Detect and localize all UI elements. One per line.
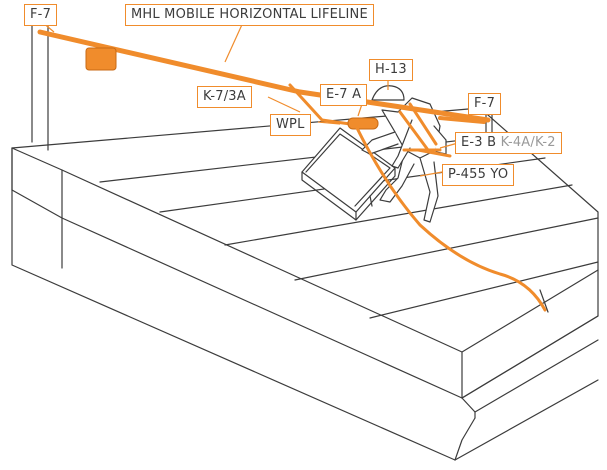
energy-absorber <box>347 117 379 130</box>
label-harness-alt: K-4A/K-2 <box>500 135 556 150</box>
lanyard <box>288 83 352 126</box>
building-wall <box>11 189 456 461</box>
label-energy-absorber: E-7 A <box>320 84 368 106</box>
leader-line <box>419 171 443 177</box>
label-harness: E-3 B K-4A/K-2 <box>455 132 562 154</box>
leader-line <box>357 103 363 117</box>
rope-line <box>354 124 547 312</box>
anchor-post-left <box>31 9 49 151</box>
roof-eave <box>461 315 599 399</box>
roof-panel-line <box>294 217 599 281</box>
leader-line <box>267 96 301 113</box>
label-connector: K-7/3A <box>197 86 252 108</box>
label-lifeline: MHL MOBILE HORIZONTAL LIFELINE <box>125 4 374 26</box>
roof-panel-line <box>369 261 599 319</box>
label-anchor-left: F-7 <box>24 4 58 26</box>
roof-panel-line <box>224 184 573 246</box>
label-wpl: WPL <box>270 114 311 136</box>
tensioner <box>85 47 117 71</box>
leader-line <box>317 121 341 125</box>
label-rope: P-455 YO <box>442 164 515 186</box>
label-anchor-right: F-7 <box>468 93 502 115</box>
label-helmet: H-13 <box>369 59 413 81</box>
horizontal-lifeline <box>37 29 303 95</box>
label-harness-main: E-3 B <box>461 135 497 150</box>
